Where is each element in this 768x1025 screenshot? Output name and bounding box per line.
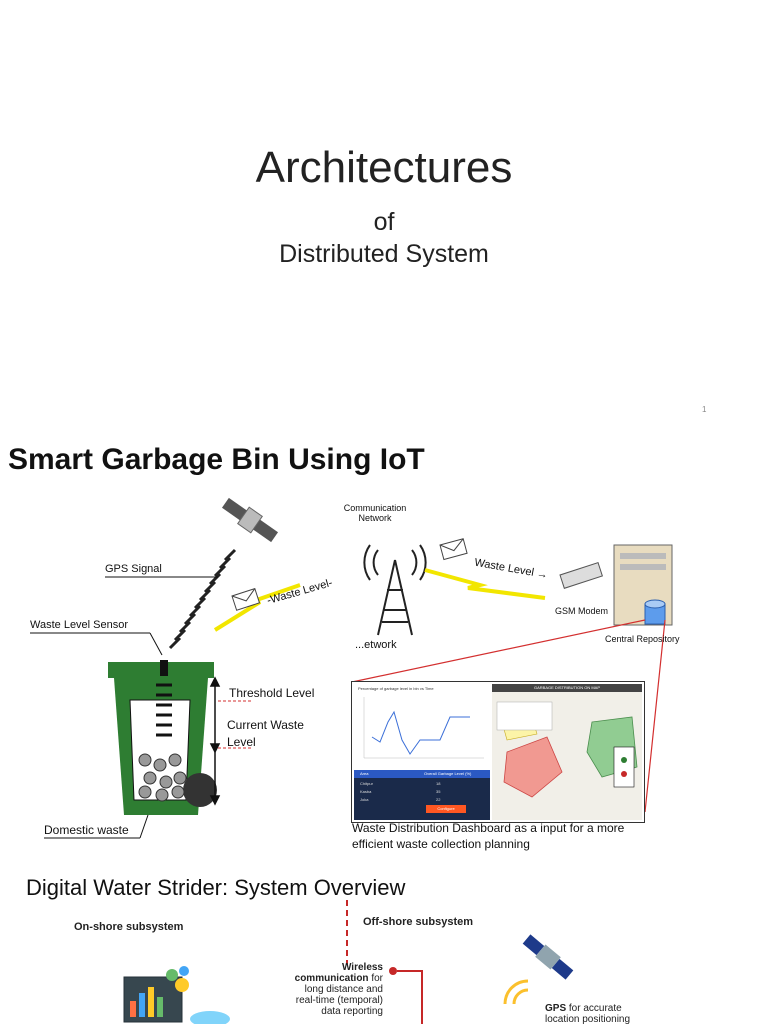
central-repository-label: Central Repository bbox=[605, 634, 680, 644]
connector-dot bbox=[389, 967, 397, 975]
waste-level-sensor-label: Waste Level Sensor bbox=[30, 619, 129, 631]
connector-line-right bbox=[644, 619, 666, 813]
slide2-title: Smart Garbage Bin Using IoT bbox=[8, 443, 425, 476]
slide1-title: Architectures bbox=[255, 143, 513, 192]
onshore-label: On-shore subsystem bbox=[74, 921, 184, 933]
domestic-waste-label: Domestic waste bbox=[44, 823, 129, 837]
gps-signal-coil bbox=[168, 548, 237, 650]
level-arrows bbox=[209, 676, 221, 806]
lightning-right bbox=[424, 568, 546, 600]
map-visual bbox=[496, 701, 638, 798]
dashboard-line-chart bbox=[363, 697, 484, 759]
map-panel: GARBAGE DISTRIBUTION ON MAP bbox=[492, 684, 642, 820]
current-waste-level-label: Current Waste Level bbox=[227, 718, 304, 749]
configure-button[interactable]: Configure bbox=[426, 805, 466, 813]
gps-note: GPS for accurate location positioning bbox=[545, 1003, 631, 1025]
communication-network-label: Communication Network bbox=[343, 503, 407, 523]
table-cell: Chitpur bbox=[360, 781, 373, 786]
gsm-modem-icon bbox=[559, 562, 603, 589]
signal-waves-icon bbox=[503, 979, 529, 1005]
envelope-right-icon bbox=[439, 538, 468, 561]
satellite-icon bbox=[522, 934, 574, 980]
water-strider-diagram bbox=[123, 900, 574, 1024]
satellite-icon bbox=[221, 497, 279, 543]
database-icon bbox=[644, 599, 666, 625]
page-number: 1 bbox=[702, 405, 707, 414]
network-label: ...etwork bbox=[355, 639, 397, 651]
connector-line-left bbox=[351, 619, 646, 683]
gps-signal-label: GPS Signal bbox=[105, 563, 162, 575]
table-header-area: Area bbox=[360, 771, 369, 776]
table-cell: 35 bbox=[436, 789, 441, 794]
table-cell: Joka bbox=[360, 797, 369, 802]
dashboard-screenshot: Percentage of garbage level in bin vs Ti… bbox=[351, 681, 645, 823]
map-title: GARBAGE DISTRIBUTION ON MAP bbox=[492, 684, 642, 692]
chart-panel: Percentage of garbage level in bin vs Ti… bbox=[354, 684, 490, 768]
table-header-level: Overall Garbage Level (%) bbox=[424, 771, 472, 776]
table-cell: 22 bbox=[436, 797, 441, 802]
wireless-note: Wireless communication for long distance… bbox=[294, 962, 383, 1017]
slide3-title: Digital Water Strider: System Overview bbox=[26, 875, 406, 900]
envelope-left-icon bbox=[231, 587, 261, 611]
tower-icon bbox=[363, 544, 427, 636]
monitor-chart-icon bbox=[123, 976, 230, 1024]
table-cell: Kasba bbox=[360, 789, 372, 794]
gear-icon bbox=[166, 966, 189, 992]
area-table: Area Overall Garbage Level (%) Chitpur 1… bbox=[354, 770, 490, 820]
slide1-subtitle: Distributed System bbox=[279, 240, 489, 268]
garbage-bin-diagram bbox=[30, 497, 673, 839]
table-cell: 18 bbox=[436, 781, 441, 786]
slide1-of: of bbox=[373, 208, 395, 236]
chart-title: Percentage of garbage level in bin vs Ti… bbox=[358, 686, 434, 691]
threshold-level-label: Threshold Level bbox=[229, 686, 315, 700]
gsm-modem-label: GSM Modem bbox=[555, 606, 609, 616]
garbage-bin-icon bbox=[108, 660, 217, 815]
offshore-label: Off-shore subsystem bbox=[363, 916, 474, 928]
dashboard-caption: Waste Distribution Dashboard as a input … bbox=[352, 821, 625, 851]
